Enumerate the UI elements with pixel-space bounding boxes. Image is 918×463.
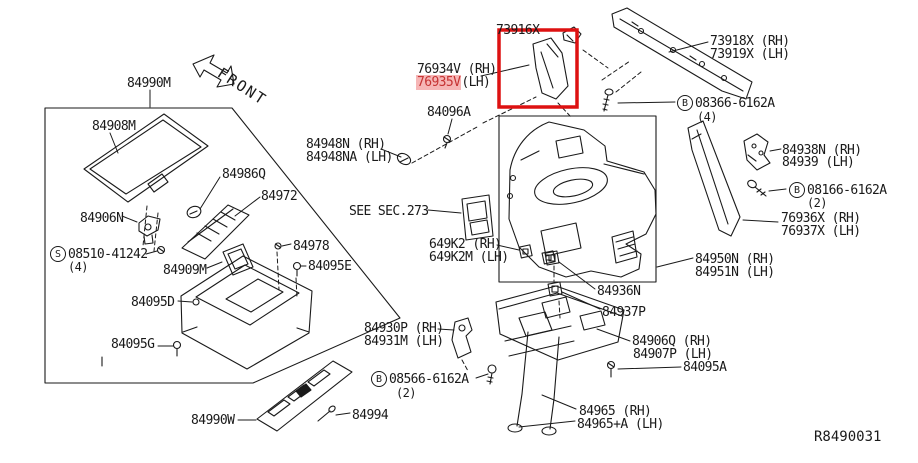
part-76936x-garnish	[687, 120, 741, 237]
part-floor-box	[180, 255, 313, 370]
center-group-outline	[498, 115, 657, 283]
part-08366-bolt	[602, 88, 614, 112]
selected-part-side: (LH)	[461, 75, 491, 90]
part-84938n-bracket	[743, 133, 771, 171]
part-84990w-kicking-plate	[256, 360, 353, 432]
circled-b-icon: B	[371, 371, 387, 387]
dashed-assembly-lines	[142, 49, 642, 372]
label-84095g[interactable]: 84095G	[111, 337, 155, 352]
label-84909m[interactable]: 84909M	[163, 263, 207, 278]
label-84906n[interactable]: 84906N	[80, 211, 124, 226]
figure-reference-code: R8490031	[814, 429, 882, 445]
label-84938n-rh[interactable]: 84938N (RH)	[782, 143, 862, 158]
label-84990m[interactable]: 84990M	[127, 76, 171, 91]
label-08366-qty: (4)	[697, 110, 717, 124]
label-84096a[interactable]: 84096A	[427, 105, 471, 120]
label-649k2m-lh[interactable]: 649K2M (LH)	[429, 250, 509, 265]
part-84948n-clip	[396, 152, 412, 166]
label-08366-6162a[interactable]: B 08366-6162A	[677, 95, 775, 111]
label-84931m-lh[interactable]: 84931M (LH)	[364, 334, 444, 349]
label-84950n-rh[interactable]: 84950N (RH)	[695, 252, 775, 267]
selection-highlight-box	[497, 28, 579, 109]
label-84095d[interactable]: 84095D	[131, 295, 175, 310]
label-84978[interactable]: 84978	[293, 239, 330, 254]
part-08510-screw	[156, 245, 166, 255]
fastener-number: 08366-6162A	[695, 95, 775, 111]
circled-s-icon: S	[50, 246, 66, 262]
part-84095a-screw	[606, 360, 616, 378]
part-84930p-bracket	[451, 317, 473, 359]
part-08566-bolt	[486, 364, 497, 385]
label-84930p-rh[interactable]: 84930P (RH)	[364, 321, 444, 336]
part-84972-panel	[181, 204, 250, 260]
label-84965a-lh[interactable]: 84965+A (LH)	[577, 417, 664, 432]
label-84986q[interactable]: 84986Q	[222, 167, 266, 182]
part-84906q-bracket	[495, 285, 625, 361]
label-84948na-lh[interactable]: 84948NA (LH)	[306, 150, 393, 165]
label-84951n-lh[interactable]: 84951N (LH)	[695, 265, 775, 280]
part-84095g-screw	[172, 340, 182, 357]
label-08510-qty: (4)	[68, 260, 88, 274]
label-08566-6162a[interactable]: B 08566-6162A	[371, 371, 469, 387]
part-84096a-screw	[442, 134, 452, 149]
left-group-outline	[44, 107, 401, 384]
label-76935v-lh[interactable]: 76935V(LH)	[416, 75, 491, 90]
label-84965-rh[interactable]: 84965 (RH)	[579, 404, 652, 419]
part-84909m-bracket	[222, 243, 254, 276]
label-649k2-rh[interactable]: 649K2 (RH)	[429, 237, 502, 252]
label-08510-41242[interactable]: S 08510-41242	[50, 246, 148, 262]
part-84950n-finisher	[506, 121, 657, 278]
circled-b-icon: B	[677, 95, 693, 111]
label-84937p[interactable]: 84937P	[602, 305, 646, 320]
leader-lines	[109, 41, 787, 428]
label-84095e[interactable]: 84095E	[308, 259, 352, 274]
label-see-sec-273[interactable]: SEE SEC.273	[349, 204, 429, 219]
part-84994-screw	[317, 405, 336, 422]
label-73918x-rh[interactable]: 73918X (RH)	[710, 34, 790, 49]
label-76937x-lh[interactable]: 76937X (LH)	[781, 224, 861, 239]
label-84906q-rh[interactable]: 84906Q (RH)	[632, 334, 712, 349]
part-84965-stay	[504, 311, 575, 436]
label-73916x[interactable]: 73916X	[496, 23, 540, 38]
label-84994[interactable]: 84994	[352, 408, 389, 423]
label-84972[interactable]: 84972	[261, 189, 298, 204]
label-84908m[interactable]: 84908M	[92, 119, 136, 134]
label-84948n-rh[interactable]: 84948N (RH)	[306, 137, 386, 152]
label-08566-qty: (2)	[396, 386, 416, 400]
part-84095e-screw	[292, 261, 302, 277]
part-84986q-clip	[186, 205, 202, 219]
part-84936n-clip	[544, 250, 560, 266]
fastener-number: 08166-6162A	[807, 182, 887, 198]
label-84095a[interactable]: 84095A	[683, 360, 727, 375]
label-84936n[interactable]: 84936N	[597, 284, 641, 299]
label-84907p-lh[interactable]: 84907P (LH)	[633, 347, 713, 362]
label-08166-6162a[interactable]: B 08166-6162A	[789, 182, 887, 198]
part-73918x-rear-finisher	[611, 7, 753, 100]
label-08166-qty: (2)	[807, 196, 827, 210]
label-73919x-lh[interactable]: 73919X (LH)	[710, 47, 790, 62]
circled-b-icon: B	[789, 182, 805, 198]
part-76934v-garnish	[532, 37, 569, 100]
part-84908m-cover-board	[83, 113, 209, 203]
front-arrow-icon	[192, 54, 235, 88]
fastener-number: 08566-6162A	[389, 371, 469, 387]
part-84978-screw	[274, 242, 282, 250]
fastener-number: 08510-41242	[68, 246, 148, 262]
label-84939-lh[interactable]: 84939 (LH)	[782, 155, 855, 170]
part-84095d-screw	[192, 298, 200, 306]
selected-part-number[interactable]: 76935V	[416, 75, 462, 90]
part-08166-bolt	[747, 179, 767, 197]
label-84990w[interactable]: 84990W	[191, 413, 235, 428]
part-see-sec-bracket	[461, 194, 494, 241]
label-76934v-rh[interactable]: 76934V (RH)	[417, 62, 497, 77]
label-76936x-rh[interactable]: 76936X (RH)	[781, 211, 861, 226]
